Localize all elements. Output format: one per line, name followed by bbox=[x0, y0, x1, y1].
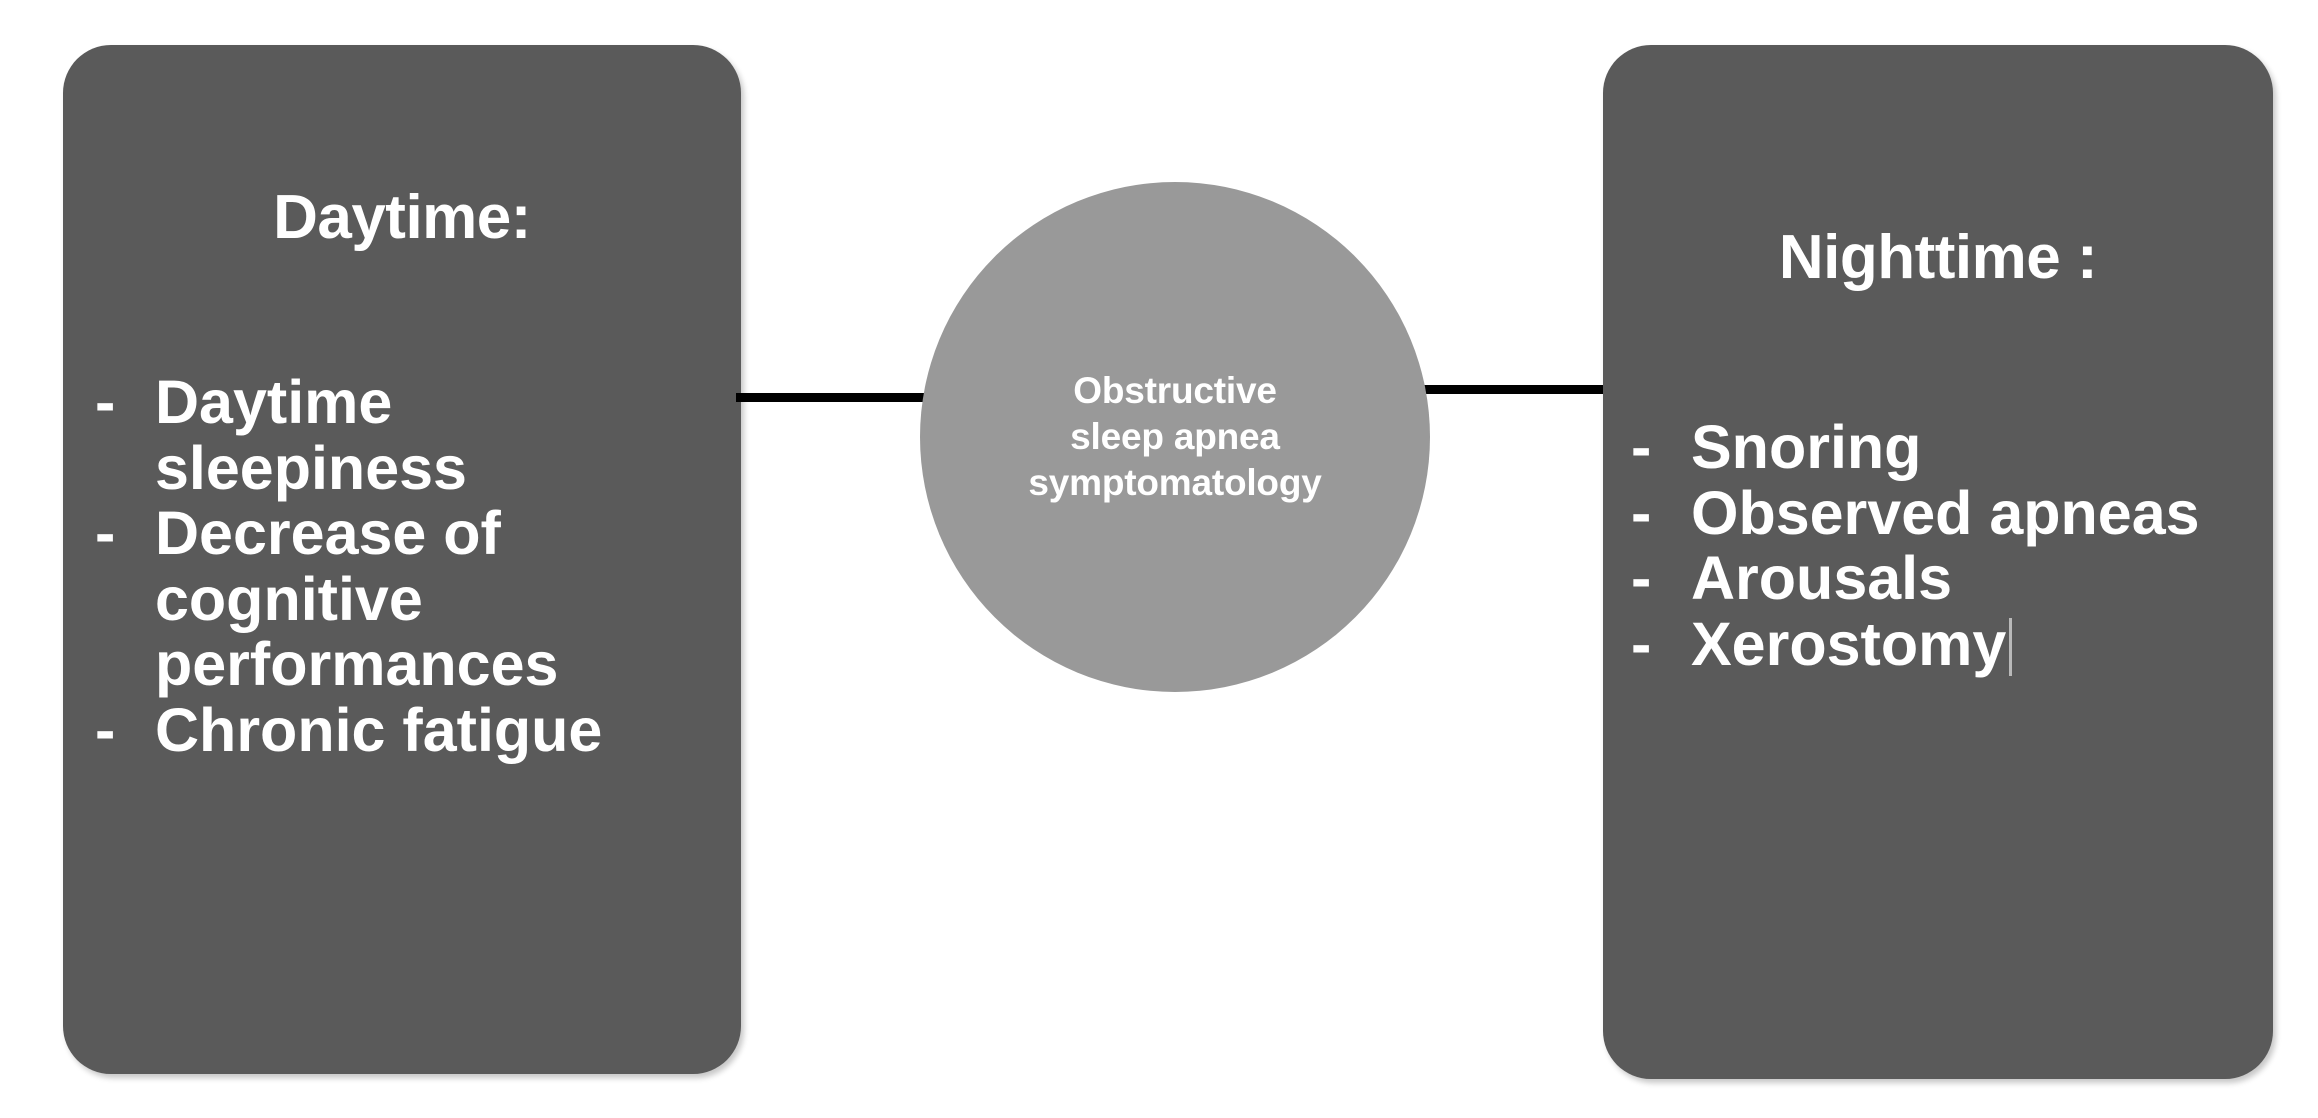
left-connector-line bbox=[736, 393, 926, 402]
list-item-label: Daytime sleepiness bbox=[155, 368, 467, 502]
right-connector-line bbox=[1424, 385, 1606, 394]
list-item: - Chronic fatigue bbox=[63, 695, 741, 764]
list-item-label: Chronic fatigue bbox=[155, 695, 603, 764]
daytime-panel[interactable]: Daytime: - Daytime sleepiness - Decrease… bbox=[63, 45, 741, 1074]
bullet-dash-icon: - bbox=[95, 499, 116, 568]
bullet-dash-icon: - bbox=[95, 368, 116, 436]
list-item-label: Arousals bbox=[1691, 544, 1953, 613]
bullet-dash-icon: - bbox=[1631, 413, 1652, 481]
daytime-panel-title: Daytime: bbox=[273, 183, 531, 252]
nighttime-panel[interactable]: Nighttime : - Snoring - Observed apneas … bbox=[1603, 45, 2273, 1079]
hub-label: Obstructive sleep apnea symptomatology bbox=[1028, 369, 1322, 504]
list-item: - Decrease of cognitive performances bbox=[63, 499, 741, 699]
list-item-text: Xerostomy bbox=[1691, 609, 2007, 678]
list-item-label: Snoring bbox=[1691, 413, 1922, 481]
list-item-label: Decrease of cognitive performances bbox=[155, 499, 559, 699]
bullet-dash-icon: - bbox=[95, 695, 116, 764]
list-item-label: Xerostomy bbox=[1691, 609, 2257, 678]
bullet-dash-icon: - bbox=[1631, 478, 1652, 547]
text-cursor-caret bbox=[2009, 617, 2013, 676]
list-item: - Daytime sleepiness bbox=[63, 368, 741, 502]
bullet-dash-icon: - bbox=[1631, 544, 1652, 613]
nighttime-panel-title: Nighttime : bbox=[1778, 223, 2098, 292]
list-item: - Observed apneas bbox=[1603, 478, 2273, 547]
list-item-label: Observed apneas bbox=[1691, 478, 2200, 547]
bullet-dash-icon: - bbox=[1631, 609, 1652, 678]
list-item: - Xerostomy bbox=[1603, 609, 2273, 678]
daytime-bullet-list: - Daytime sleepiness - Decrease of cogni… bbox=[63, 368, 741, 764]
list-item: - Snoring bbox=[1603, 413, 2273, 481]
list-item: - Arousals bbox=[1603, 546, 2273, 612]
hub-circle[interactable]: Obstructive sleep apnea symptomatology bbox=[920, 182, 1430, 692]
nighttime-bullet-list: - Snoring - Observed apneas - Arousals -… bbox=[1603, 413, 2273, 678]
